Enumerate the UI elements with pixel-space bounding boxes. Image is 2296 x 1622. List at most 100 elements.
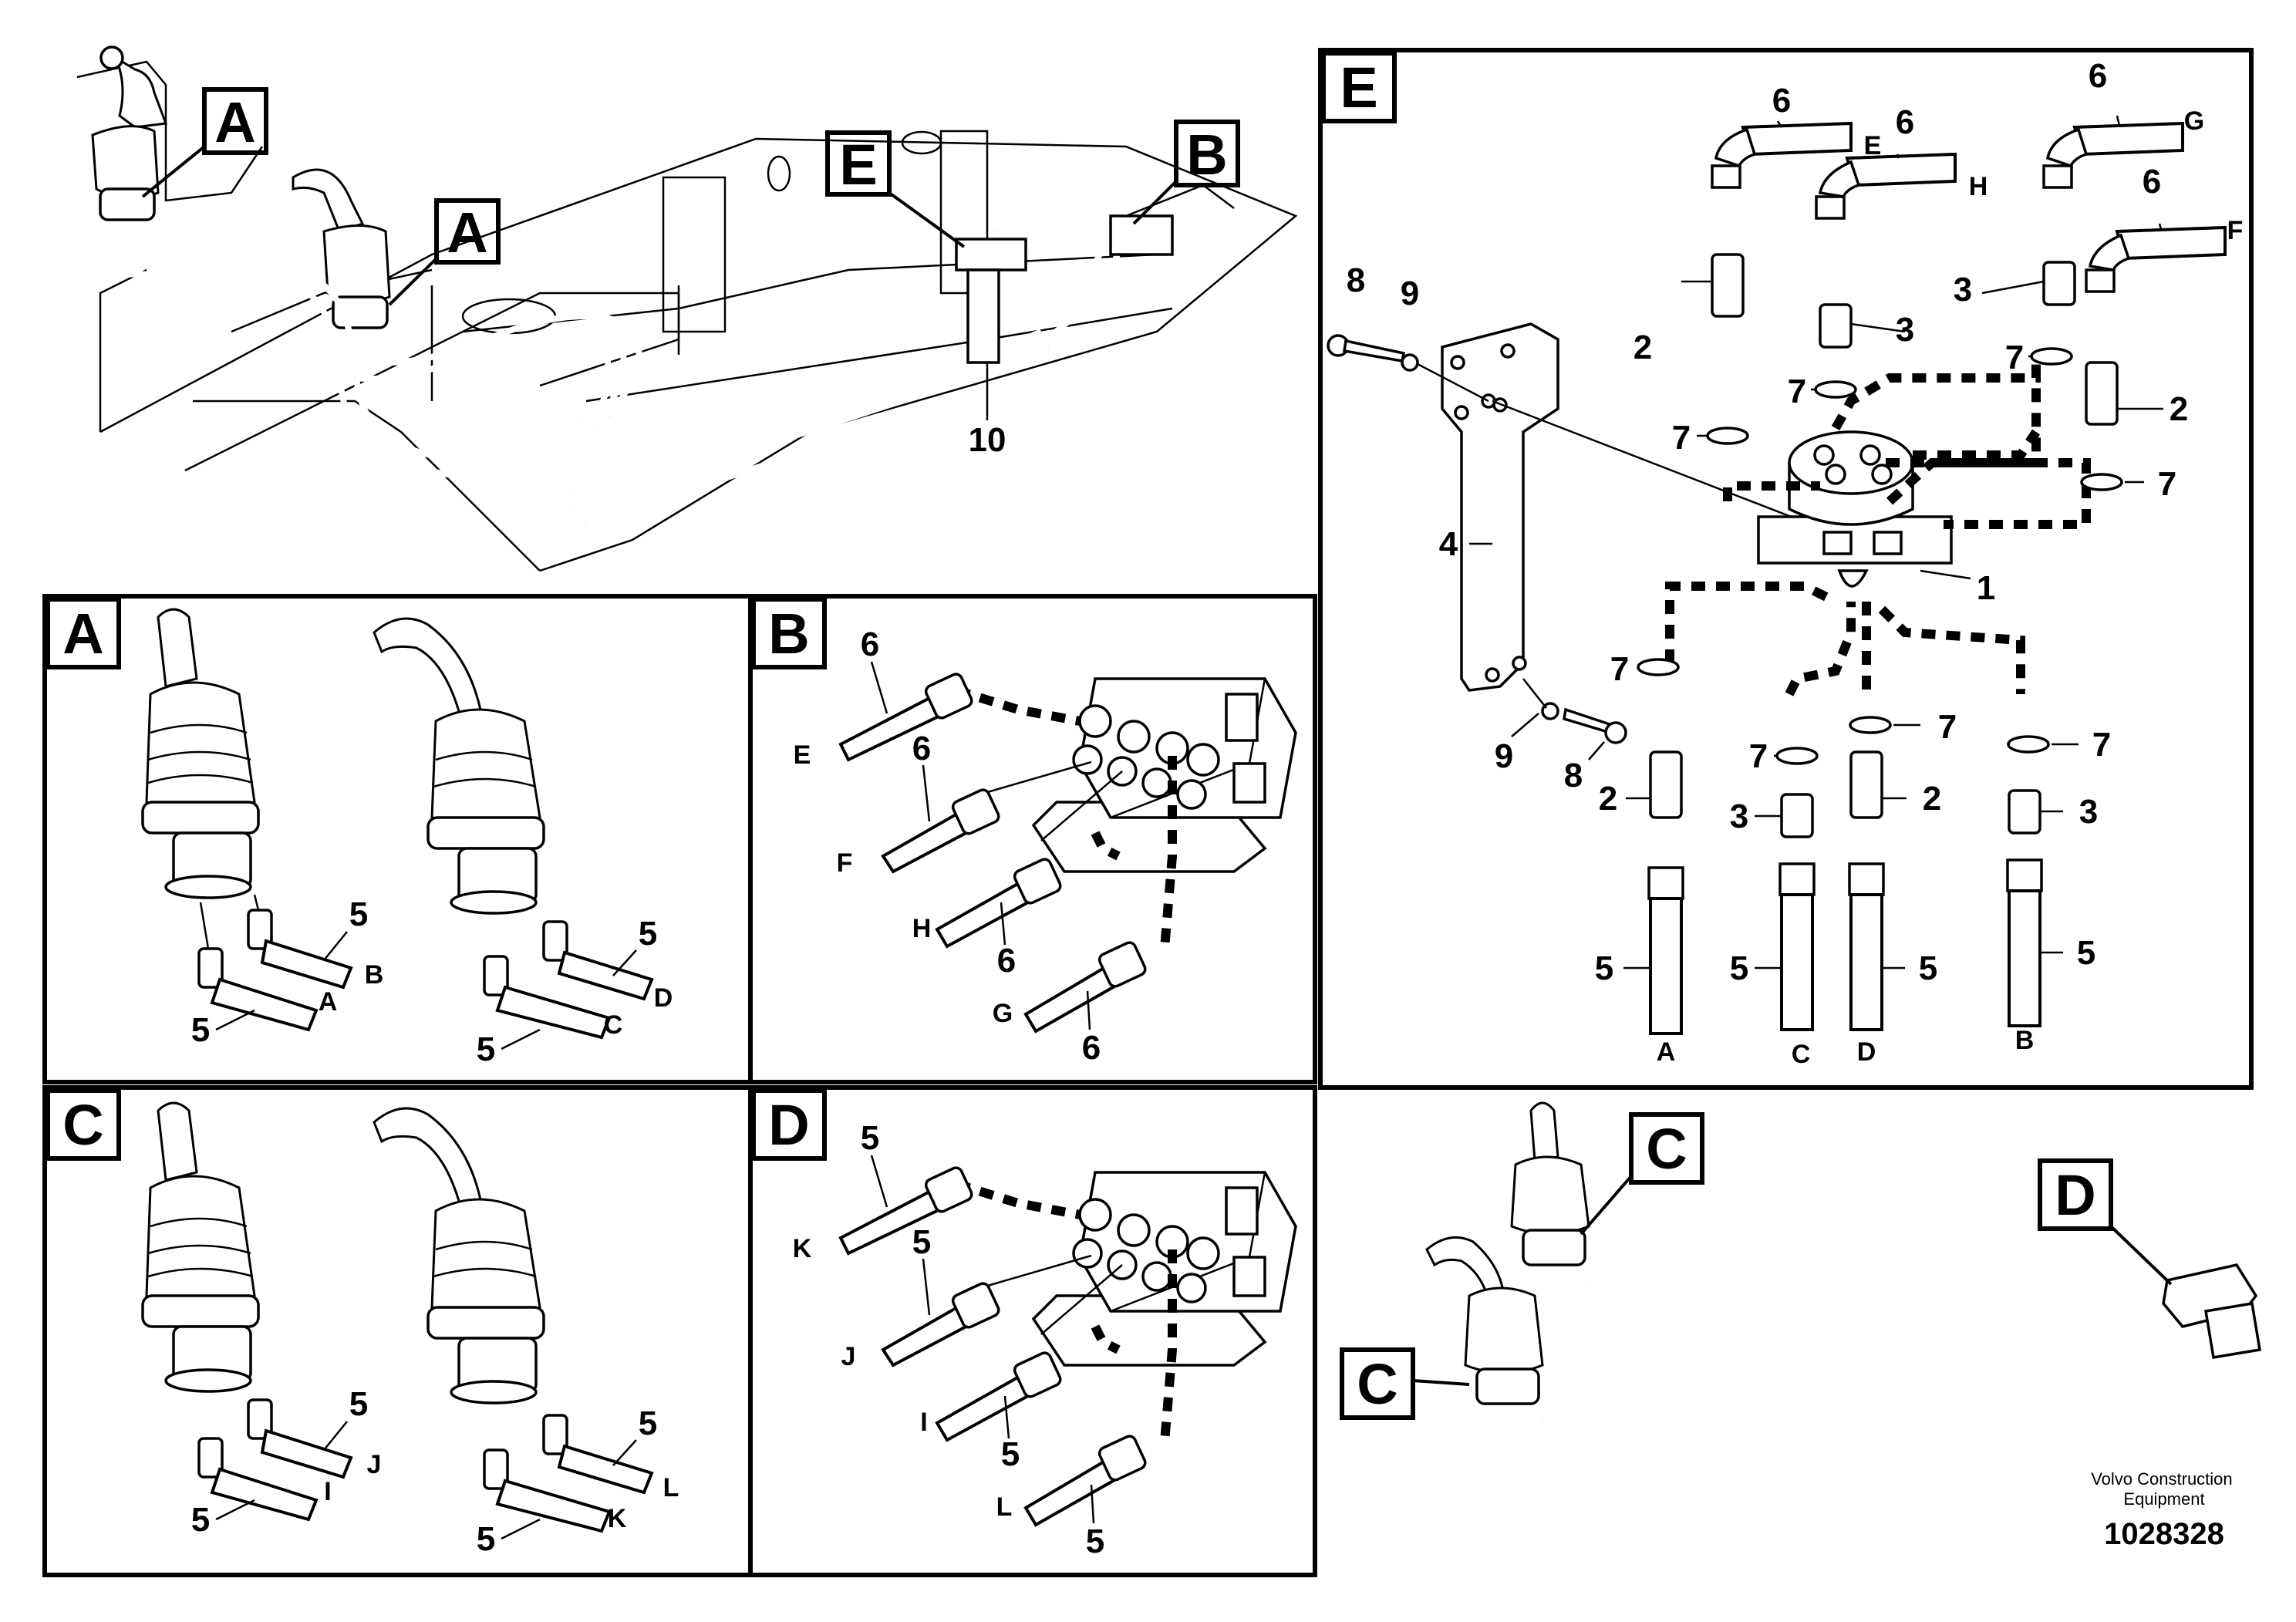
oring-7-g <box>1849 716 1892 734</box>
svg-text:6: 6 <box>997 942 1016 980</box>
svg-text:8: 8 <box>1564 757 1583 794</box>
svg-text:7: 7 <box>1788 373 1806 410</box>
svg-text:2: 2 <box>1599 780 1617 818</box>
svg-text:C: C <box>1357 1352 1397 1416</box>
adapter-2-lower-a <box>1649 750 1683 819</box>
overview-joystick-right <box>292 168 391 329</box>
svg-text:K: K <box>608 1504 627 1533</box>
svg-text:5: 5 <box>1730 949 1748 987</box>
hose-5-a <box>1647 866 1684 1035</box>
svg-text:E: E <box>794 740 811 770</box>
svg-text:3: 3 <box>1896 311 1914 349</box>
svg-text:B: B <box>1186 123 1227 187</box>
document-number: 1028328 <box>2104 1517 2224 1551</box>
svg-text:5: 5 <box>349 1385 368 1423</box>
svg-text:F: F <box>837 848 853 878</box>
panel-frames <box>42 48 2254 1577</box>
svg-text:5: 5 <box>191 1501 210 1539</box>
bottom-callout-d: D <box>2038 1158 2173 1286</box>
screw-bottom <box>1522 678 1627 744</box>
svg-text:3: 3 <box>2079 793 2098 831</box>
svg-text:A: A <box>214 90 255 154</box>
hose-6-f <box>2085 225 2227 293</box>
svg-text:J: J <box>367 1450 382 1479</box>
svg-text:5: 5 <box>2077 934 2095 972</box>
svg-text:2: 2 <box>2170 390 2188 428</box>
svg-text:2: 2 <box>1633 329 1652 366</box>
svg-text:D: D <box>654 983 673 1013</box>
svg-text:L: L <box>663 1473 679 1502</box>
svg-text:E: E <box>1864 131 1882 160</box>
svg-text:3: 3 <box>1730 798 1748 835</box>
adapter-3-upper-right <box>2042 261 2076 306</box>
svg-text:6: 6 <box>2143 163 2161 201</box>
svg-text:7: 7 <box>1749 737 1768 775</box>
overview-callout-a2: A <box>388 198 501 306</box>
bracket-4 <box>1441 322 1559 692</box>
oring-7-c <box>2030 347 2073 366</box>
footer: Volvo Construction Equipment 1028328 <box>2091 1469 2237 1551</box>
overview-callout-a1: A <box>141 87 268 198</box>
brand-text: Volvo Construction Equipment <box>2091 1469 2237 1509</box>
svg-text:5: 5 <box>912 1223 931 1261</box>
oring-7-h <box>2007 735 2050 754</box>
bottom-callout-c1: C <box>1580 1112 1704 1236</box>
panel-c: C 5 J 5 I 5 L <box>46 1088 679 1558</box>
svg-text:K: K <box>793 1234 812 1263</box>
svg-text:6: 6 <box>861 626 879 663</box>
svg-text:D: D <box>1857 1037 1876 1067</box>
svg-text:I: I <box>324 1477 331 1506</box>
svg-text:7: 7 <box>1938 708 1957 746</box>
svg-text:3: 3 <box>1954 271 1972 309</box>
svg-text:5: 5 <box>349 895 368 933</box>
svg-text:7: 7 <box>2005 339 2024 376</box>
svg-text:D: D <box>2055 1163 2095 1227</box>
panel-a-joystick-right <box>373 617 545 915</box>
hose-6-g <box>2042 121 2184 189</box>
svg-text:A: A <box>1657 1037 1676 1067</box>
svg-text:C: C <box>1646 1117 1687 1181</box>
svg-text:9: 9 <box>1401 275 1419 312</box>
panel-e-letter: E <box>1340 56 1377 120</box>
svg-text:L: L <box>996 1492 1013 1522</box>
overview-joystick-left <box>91 46 168 221</box>
hose-5-d <box>1848 862 1885 1031</box>
svg-text:A: A <box>319 987 338 1017</box>
svg-text:5: 5 <box>477 1030 495 1068</box>
svg-text:G: G <box>993 999 1013 1028</box>
svg-text:5: 5 <box>1001 1435 1020 1473</box>
panel-d-valve <box>1031 1171 1297 1367</box>
screw-top <box>1327 334 1489 403</box>
svg-text:5: 5 <box>191 1011 210 1049</box>
svg-text:5: 5 <box>477 1520 495 1558</box>
svg-text:C: C <box>1792 1040 1811 1069</box>
adapter-3-upper-center <box>1819 303 1853 349</box>
svg-text:5: 5 <box>1086 1523 1104 1560</box>
overview-item-10: 10 <box>969 421 1006 459</box>
svg-text:H: H <box>912 914 932 943</box>
adapter-3-lower-c <box>1780 793 1814 838</box>
bottom-right-illustration <box>1425 1101 2262 1455</box>
svg-text:9: 9 <box>1495 737 1513 775</box>
svg-text:6: 6 <box>912 730 931 767</box>
svg-text:E: E <box>839 133 877 197</box>
svg-text:6: 6 <box>2089 57 2107 95</box>
hose-6-h <box>1815 152 1957 220</box>
oring-7-f <box>1775 747 1819 765</box>
adapter-3-lower-b <box>2008 789 2041 835</box>
hose-5-c <box>1778 862 1816 1031</box>
svg-text:1: 1 <box>1977 569 1995 607</box>
panel-b-valve <box>1031 677 1297 873</box>
panel-b-letter: B <box>768 602 809 666</box>
panel-e: E <box>1321 51 2243 1069</box>
svg-text:4: 4 <box>1439 525 1458 563</box>
svg-text:5: 5 <box>1919 949 1937 987</box>
oring-7-a <box>1706 427 1749 445</box>
svg-text:B: B <box>365 960 384 990</box>
panel-c-letter: C <box>62 1093 103 1157</box>
oring-7-e <box>1637 658 1680 676</box>
overview-callout-e: E <box>825 130 966 248</box>
panel-a-joystick-left <box>141 608 260 949</box>
svg-text:G: G <box>2184 106 2204 136</box>
